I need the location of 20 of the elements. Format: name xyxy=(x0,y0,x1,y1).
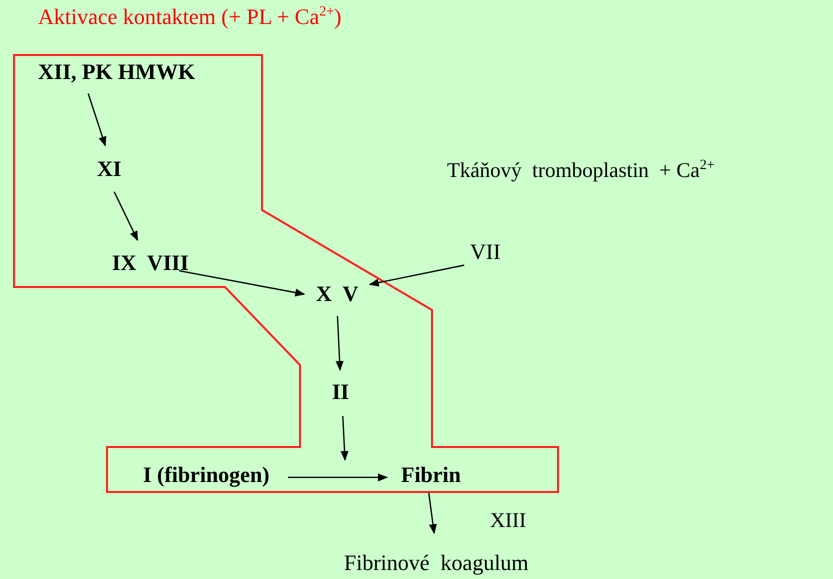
factor-label: Fibrinové koagulum xyxy=(344,551,529,576)
arrow xyxy=(114,192,138,242)
factor-label: IX VIII xyxy=(112,251,189,276)
factor-label: XI xyxy=(97,157,122,182)
arrow xyxy=(368,264,464,287)
arrow xyxy=(336,316,344,371)
factor-label: II xyxy=(332,380,350,404)
factor-label: Fibrin xyxy=(401,463,461,488)
arrow xyxy=(340,416,349,461)
edge-label: XIII xyxy=(490,508,526,533)
annotation-text: Tkáňový tromboplastin + Ca$^{2+}$ xyxy=(447,158,715,183)
arrow xyxy=(428,492,437,534)
factor-label: X V xyxy=(316,282,358,306)
arrow xyxy=(88,93,106,147)
title: Aktivace kontaktem (+ PL + Ca$^{2+}$) xyxy=(38,4,342,30)
arrow xyxy=(179,270,306,296)
arrow xyxy=(288,473,388,482)
factor-label: XII, PK HMWK xyxy=(38,60,196,84)
factor-label: I (fibrinogen) xyxy=(143,463,270,488)
factor-label: VII xyxy=(470,240,501,264)
